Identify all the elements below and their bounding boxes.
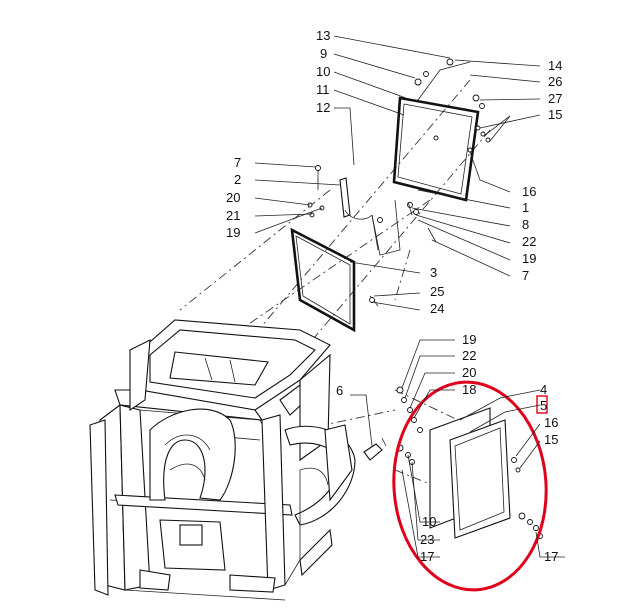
label-12: 12: [316, 100, 330, 115]
label-10-top: 10: [316, 64, 330, 79]
label-10-door: 10: [422, 514, 436, 529]
side-window-glass: [290, 227, 379, 333]
label-1: 1: [522, 200, 529, 215]
label-13: 13: [316, 28, 330, 43]
label-26: 26: [548, 74, 562, 89]
label-15-door: 15: [544, 432, 558, 447]
label-16-top: 16: [522, 184, 536, 199]
label-24: 24: [430, 301, 444, 316]
highlight-box: [536, 395, 548, 414]
label-15-top: 15: [548, 107, 562, 122]
label-21: 21: [226, 208, 240, 223]
label-27: 27: [548, 91, 562, 106]
label-18: 18: [462, 382, 476, 397]
label-20-left: 20: [226, 190, 240, 205]
rear-window-assembly: [392, 58, 491, 243]
label-8: 8: [522, 217, 529, 232]
label-7-left: 7: [234, 155, 241, 170]
label-22-top: 22: [522, 234, 536, 249]
label-5: 5: [540, 398, 547, 413]
leader-lines: [254, 35, 565, 558]
label-4: 4: [540, 382, 547, 397]
label-19-door: 19: [462, 332, 476, 347]
callout-labels: 13 9 10 11 12 14 26 27 15 16 1 8 22 19 7…: [226, 28, 562, 564]
label-7-right: 7: [522, 268, 529, 283]
label-17-door: 17: [420, 549, 434, 564]
label-17-right: 17: [544, 549, 558, 564]
label-20-door: 20: [462, 365, 476, 380]
label-6: 6: [336, 383, 343, 398]
label-11: 11: [316, 82, 330, 97]
label-19-left: 19: [226, 225, 240, 240]
label-3: 3: [430, 265, 437, 280]
cab-frame: [89, 319, 356, 601]
label-19-top-right: 19: [522, 251, 536, 266]
label-16-door: 16: [544, 415, 558, 430]
hinge-parts: [307, 165, 401, 256]
label-22-door: 22: [462, 348, 476, 363]
highlight-ellipse: [392, 380, 548, 592]
label-14: 14: [548, 58, 562, 73]
label-23: 23: [420, 532, 434, 547]
assembly-axes: [179, 79, 501, 501]
label-2: 2: [234, 172, 241, 187]
label-25: 25: [430, 284, 444, 299]
label-9: 9: [320, 46, 327, 61]
